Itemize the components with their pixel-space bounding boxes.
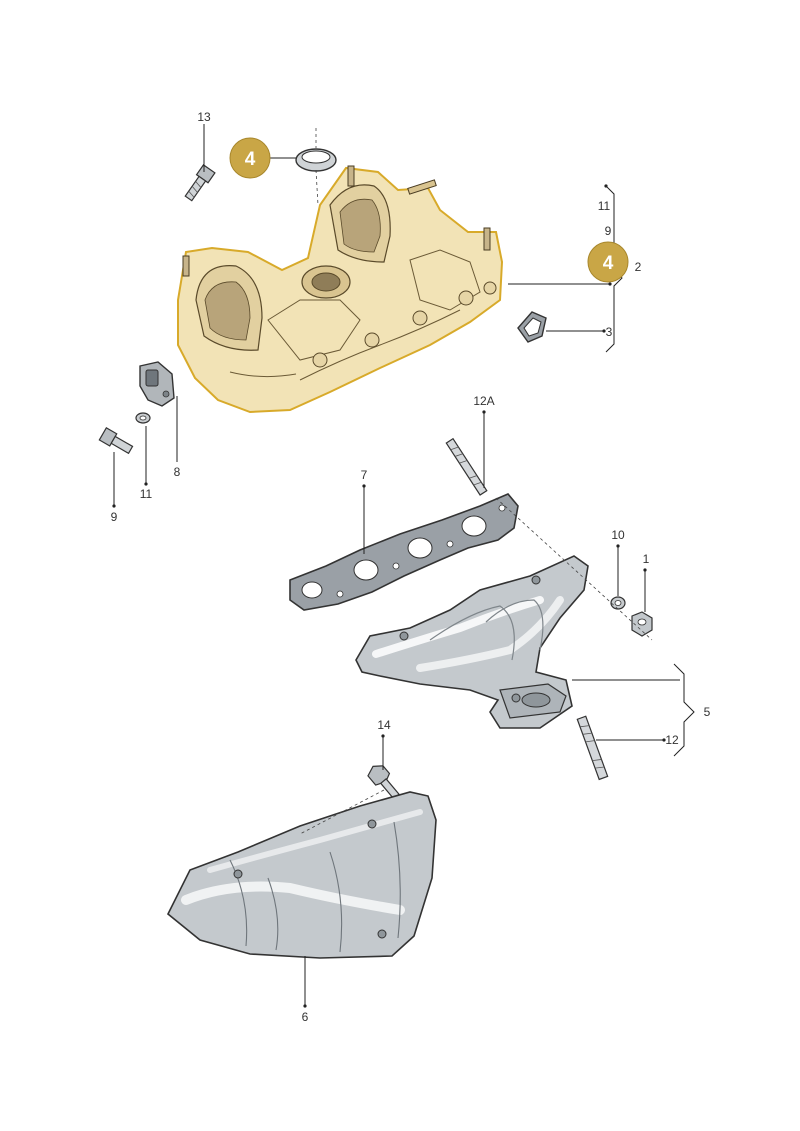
callout-6[interactable]: 6 — [302, 1010, 309, 1024]
badge-gasket-label: 4 — [245, 149, 256, 170]
callout-13[interactable]: 13 — [197, 110, 211, 124]
callout-11-top[interactable]: 11 — [598, 199, 611, 213]
callout-1[interactable]: 1 — [643, 552, 650, 566]
bolt-13[interactable] — [183, 164, 216, 203]
throttle-gasket-ring[interactable] — [295, 148, 337, 172]
bracket-group-5 — [673, 663, 695, 757]
stud-12[interactable] — [576, 715, 609, 781]
bolt-14[interactable] — [365, 761, 403, 802]
badge-manifold-label: 4 — [603, 253, 614, 274]
callout-11-bottom[interactable]: 11 — [140, 487, 153, 501]
callout-10[interactable]: 10 — [611, 528, 625, 542]
sensor-8[interactable] — [139, 361, 175, 407]
callout-5[interactable]: 5 — [704, 705, 711, 719]
stud-12a[interactable] — [445, 437, 488, 496]
callout-14[interactable]: 14 — [377, 718, 391, 732]
callout-12[interactable]: 12 — [665, 733, 679, 747]
heat-shield-6[interactable] — [166, 791, 437, 959]
nut-1[interactable] — [631, 611, 653, 637]
callout-3[interactable]: 3 — [606, 325, 613, 339]
callout-2[interactable]: 2 — [635, 260, 642, 274]
callout-8[interactable]: 8 — [174, 465, 181, 479]
callout-12a[interactable]: 12A — [473, 394, 494, 408]
intake-manifold[interactable] — [177, 165, 504, 414]
washer-10[interactable] — [610, 596, 626, 610]
exhaust-manifold-5[interactable] — [355, 555, 589, 729]
washer-11[interactable] — [135, 412, 151, 424]
leader-lines — [112, 124, 680, 1008]
flange-gasket-3[interactable] — [517, 311, 547, 343]
badge-manifold[interactable]: 4 — [587, 241, 629, 283]
bracket-group-2 — [604, 184, 623, 353]
callout-9-bottom[interactable]: 9 — [111, 510, 118, 524]
bolt-9[interactable] — [98, 426, 134, 456]
callout-labels: 13 11 9 2 3 8 11 9 12A 7 10 1 5 12 14 6 — [111, 110, 711, 1024]
exhaust-gasket-7[interactable] — [289, 493, 519, 611]
badge-gasket[interactable]: 4 — [229, 137, 271, 179]
callout-7[interactable]: 7 — [361, 468, 368, 482]
callout-9-top[interactable]: 9 — [605, 224, 612, 238]
manifold-port-bosses — [312, 281, 497, 368]
